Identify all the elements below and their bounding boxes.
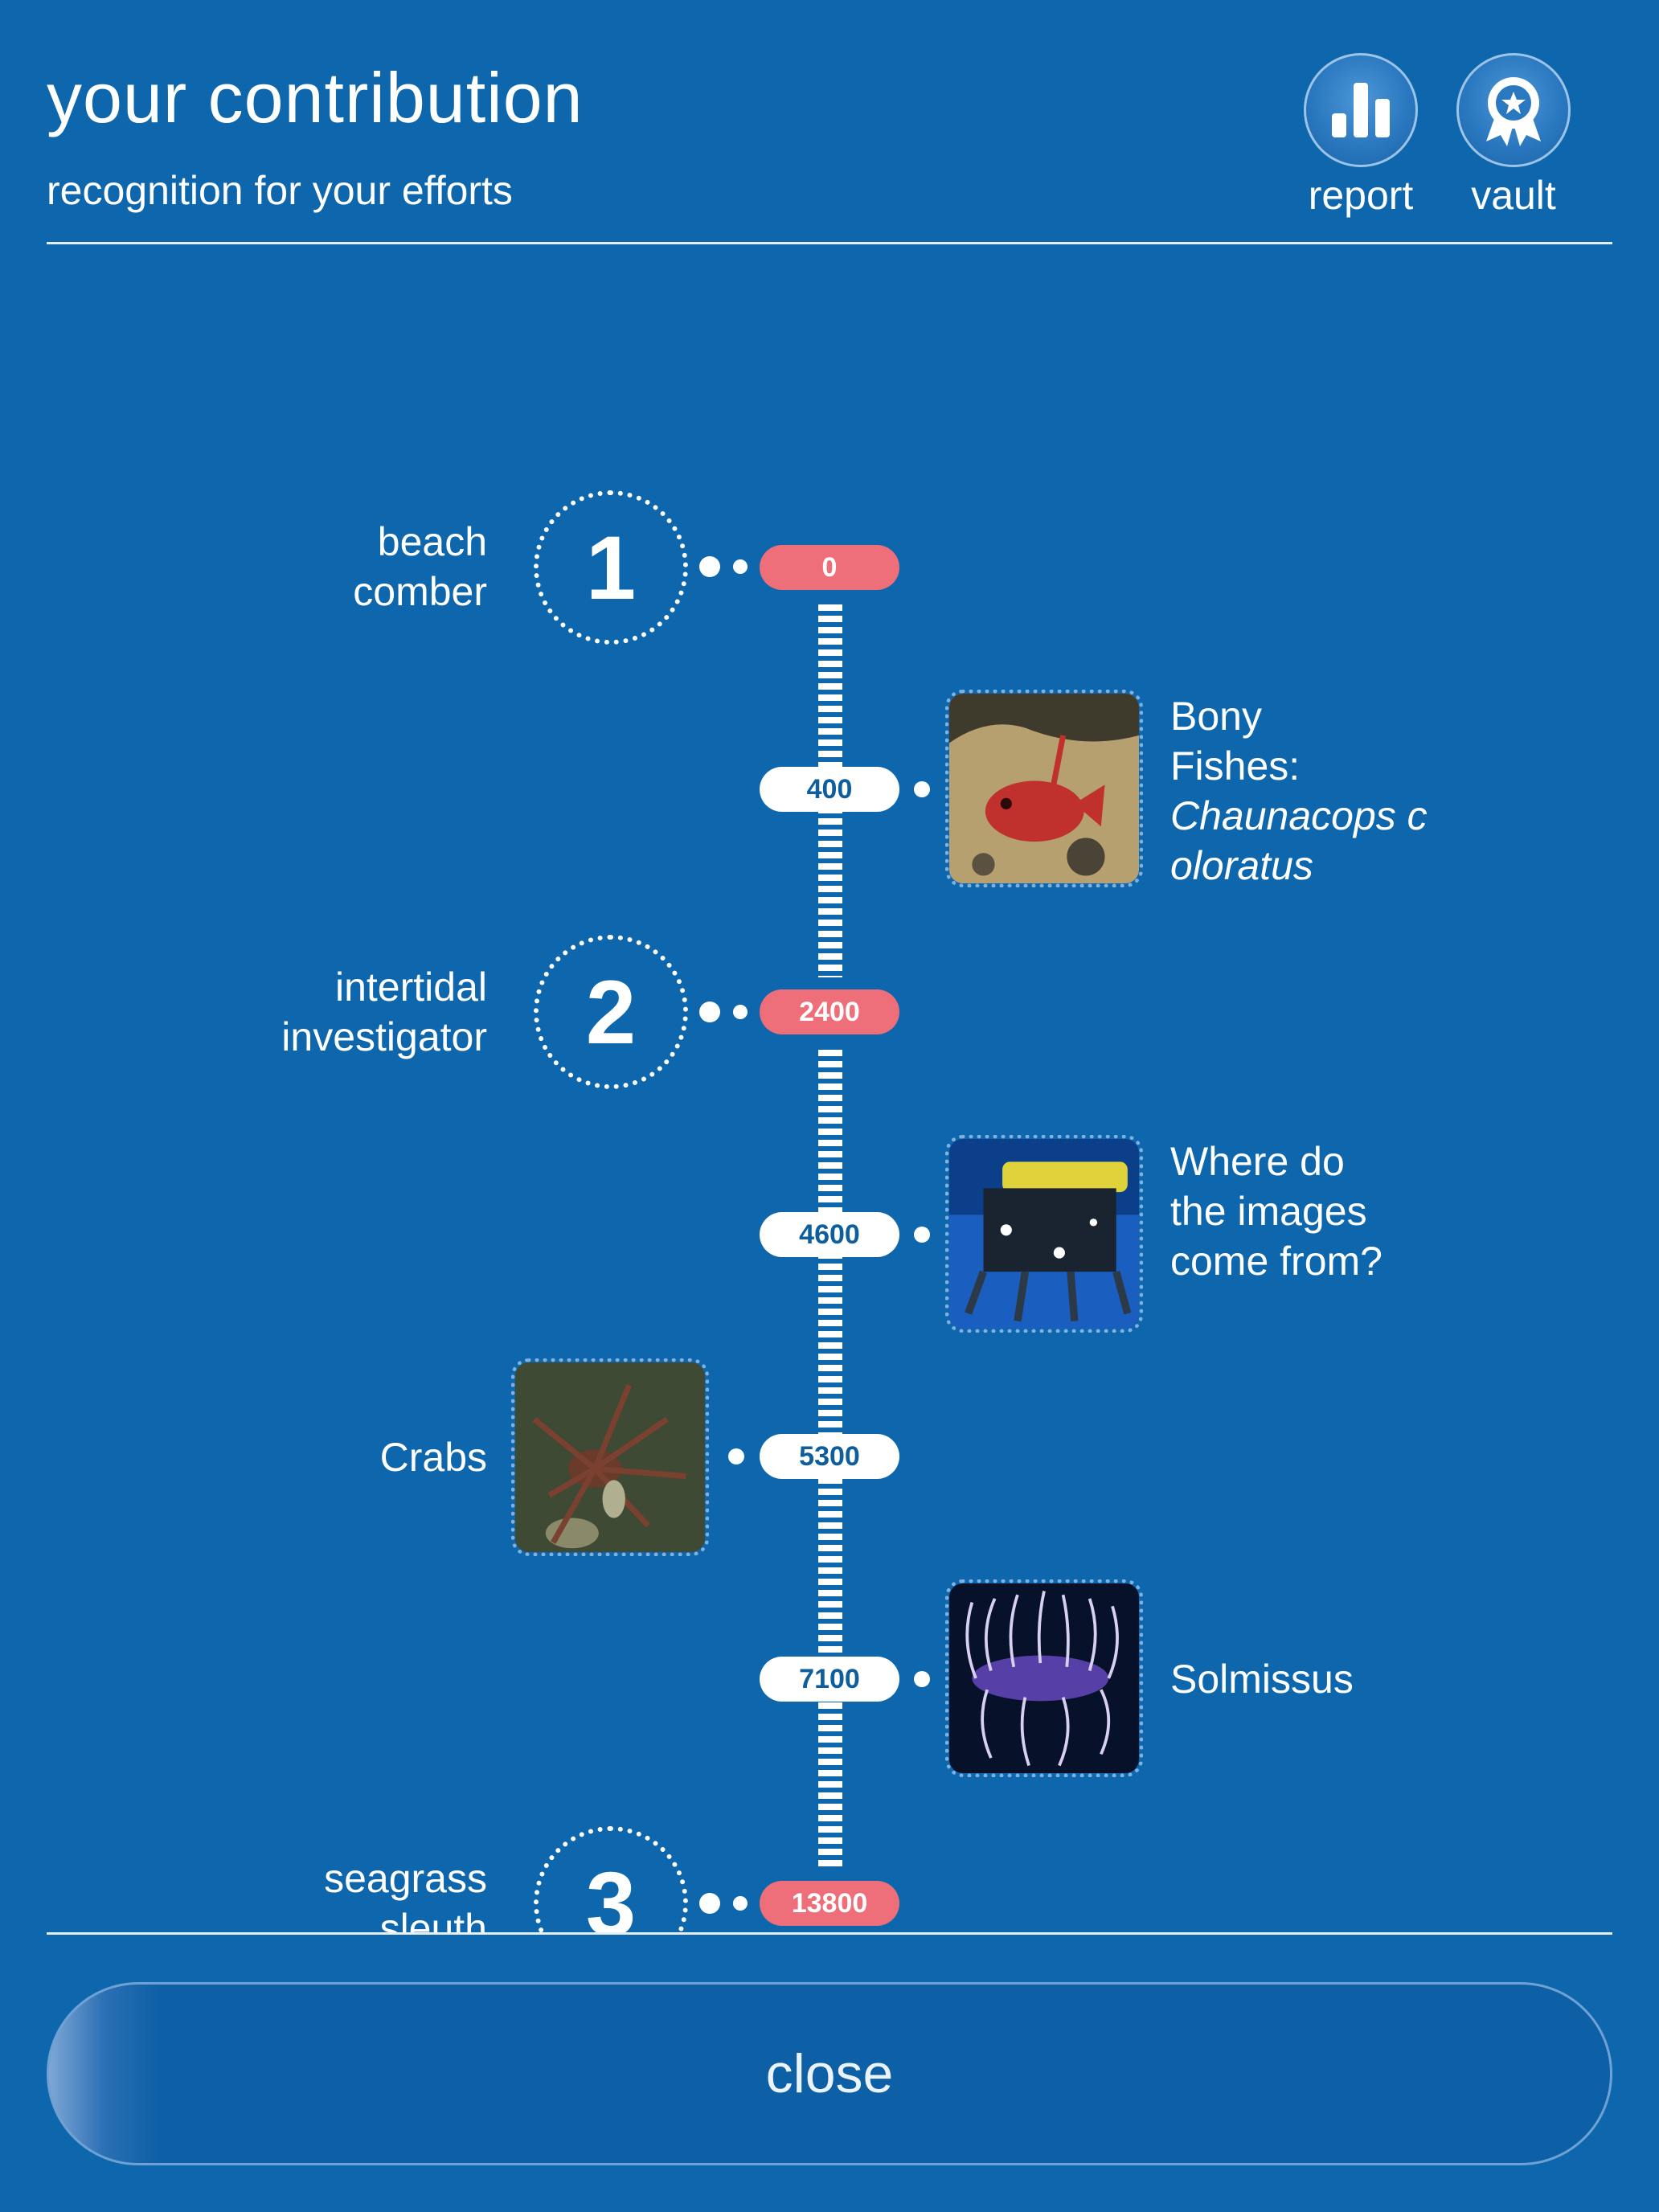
vault-button[interactable]: vault	[1454, 53, 1573, 215]
page-subtitle: recognition for your efforts	[47, 168, 513, 213]
connector-dot	[728, 1448, 744, 1464]
connector-dot	[733, 1896, 748, 1911]
unlock-title: Bony Fishes: Chaunacops coloratus	[1170, 694, 1428, 888]
level-badge: 1	[534, 490, 688, 645]
page-title: your contribution	[47, 58, 584, 137]
anglerfish-image	[949, 694, 1139, 883]
connector-dot	[914, 1671, 930, 1687]
report-button[interactable]: report	[1301, 53, 1420, 215]
connector-dot	[914, 1227, 930, 1243]
level-name: intertidal investigator	[281, 965, 487, 1059]
level-name: seagrass sleuth	[324, 1856, 487, 1933]
unlock-thumbnail[interactable]	[945, 1135, 1143, 1333]
unlock-points-pill: 400	[760, 767, 899, 812]
footer-divider	[47, 1932, 1612, 1935]
connector-dot	[914, 781, 930, 797]
jellyfish-image	[949, 1583, 1139, 1773]
unlock-thumbnail[interactable]	[945, 1579, 1143, 1777]
vault-label: vault	[1471, 173, 1556, 218]
level-name: beach comber	[353, 519, 487, 614]
bar-chart-icon	[1332, 83, 1390, 137]
level-points-pill: 0	[760, 545, 899, 590]
connector-dot	[733, 1005, 748, 1019]
crab-image	[515, 1362, 705, 1552]
connector-dot	[733, 559, 748, 574]
unlock-title: Solmissus	[1170, 1657, 1354, 1702]
award-ribbon-icon	[1486, 77, 1541, 146]
level-points-pill: 13800	[760, 1881, 899, 1926]
unlock-title: Crabs	[379, 1435, 487, 1480]
connector-dot	[699, 1002, 720, 1022]
header-divider	[47, 242, 1612, 244]
progress-timeline[interactable]: beach comber 1 0 400 Bony Fishes: Chauna…	[0, 0, 1659, 1933]
unlock-points-pill: 4600	[760, 1212, 899, 1257]
level-badge: 2	[534, 935, 688, 1089]
level-points-pill: 2400	[760, 989, 899, 1034]
unlock-thumbnail[interactable]	[511, 1358, 709, 1556]
level-badge: 3	[534, 1826, 688, 1933]
unlock-points-pill: 5300	[760, 1434, 899, 1479]
unlock-thumbnail[interactable]	[945, 690, 1143, 887]
close-button[interactable]: close	[47, 1982, 1612, 2165]
connector-dot	[699, 1893, 720, 1914]
rov-submersible-image	[949, 1139, 1139, 1329]
report-label: report	[1308, 173, 1414, 218]
unlock-points-pill: 7100	[760, 1657, 899, 1702]
connector-dot	[699, 556, 720, 577]
unlock-title: Where do the images come from?	[1170, 1139, 1382, 1284]
